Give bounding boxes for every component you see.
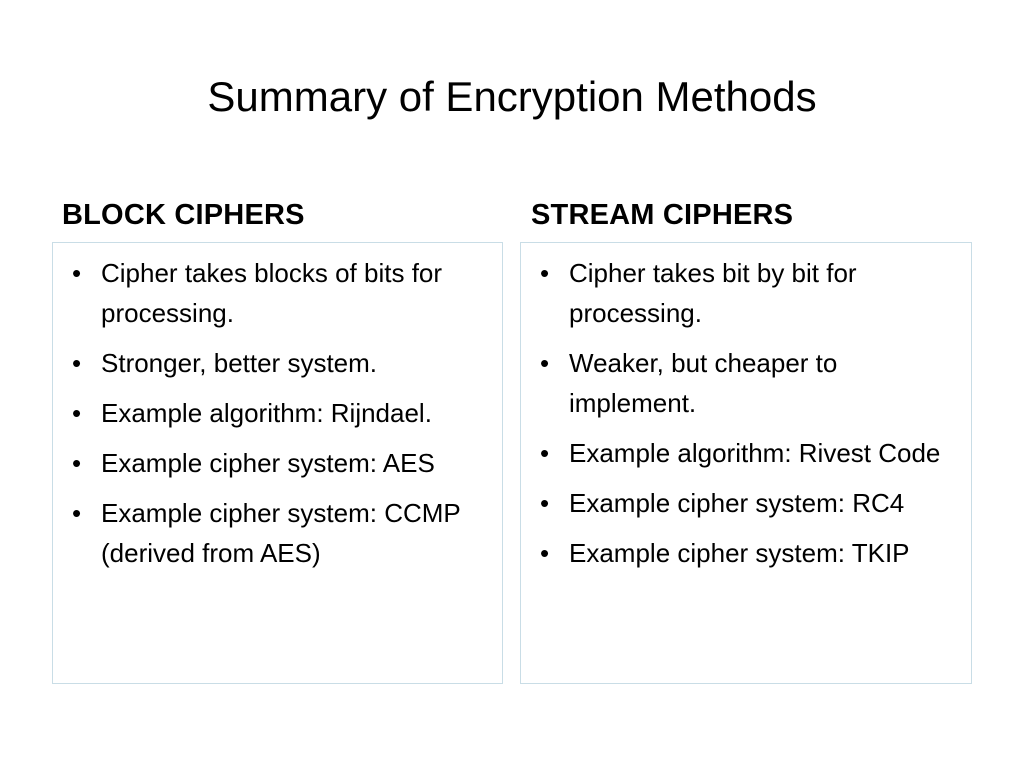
list-item-text: Stronger, better system. [101,348,378,378]
list-item-text: Example cipher system: CCMP (derived fro… [101,498,461,568]
list-item: • Example algorithm: Rijndael. [63,393,494,433]
list-item-text: Cipher takes bit by bit for processing. [569,258,857,328]
list-item: • Cipher takes blocks of bits for process… [63,253,494,333]
bullet-icon: • [72,448,82,478]
stream-ciphers-list: • Cipher takes bit by bit for processing.… [531,253,963,573]
slide-title: Summary of Encryption Methods [207,73,817,120]
list-item: • Stronger, better system. [63,343,494,383]
block-ciphers-heading: BLOCK CIPHERS [62,199,305,231]
list-item-text: Weaker, but cheaper to implement. [569,348,838,418]
list-item: • Example algorithm: Rivest Code [531,433,963,473]
list-item: • Weaker, but cheaper to implement. [531,343,963,423]
list-item: • Cipher takes bit by bit for processing. [531,253,963,333]
block-ciphers-list: • Cipher takes blocks of bits for process… [63,253,494,573]
bullet-icon: • [72,258,82,288]
block-ciphers-box: • Cipher takes blocks of bits for process… [52,242,503,684]
bullet-icon: • [540,538,550,568]
bullet-icon: • [72,348,82,378]
list-item: • Example cipher system: CCMP (derived fr… [63,493,494,573]
list-item-text: Example cipher system: AES [101,448,435,478]
list-item: • Example cipher system: TKIP [531,533,963,573]
list-item-text: Cipher takes blocks of bits for processi… [101,258,443,328]
list-item-text: Example cipher system: RC4 [569,488,905,518]
stream-ciphers-heading: STREAM CIPHERS [531,199,794,231]
list-item-text: Example algorithm: Rivest Code [569,438,941,468]
list-item-text: Example algorithm: Rijndael. [101,398,432,428]
bullet-icon: • [72,398,82,428]
list-item: • Example cipher system: AES [63,443,494,483]
bullet-icon: • [540,438,550,468]
list-item: • Example cipher system: RC4 [531,483,963,523]
list-item-text: Example cipher system: TKIP [569,538,910,568]
bullet-icon: • [540,488,550,518]
stream-ciphers-box: • Cipher takes bit by bit for processing.… [520,242,972,684]
bullet-icon: • [72,498,82,528]
bullet-icon: • [540,348,550,378]
bullet-icon: • [540,258,550,288]
